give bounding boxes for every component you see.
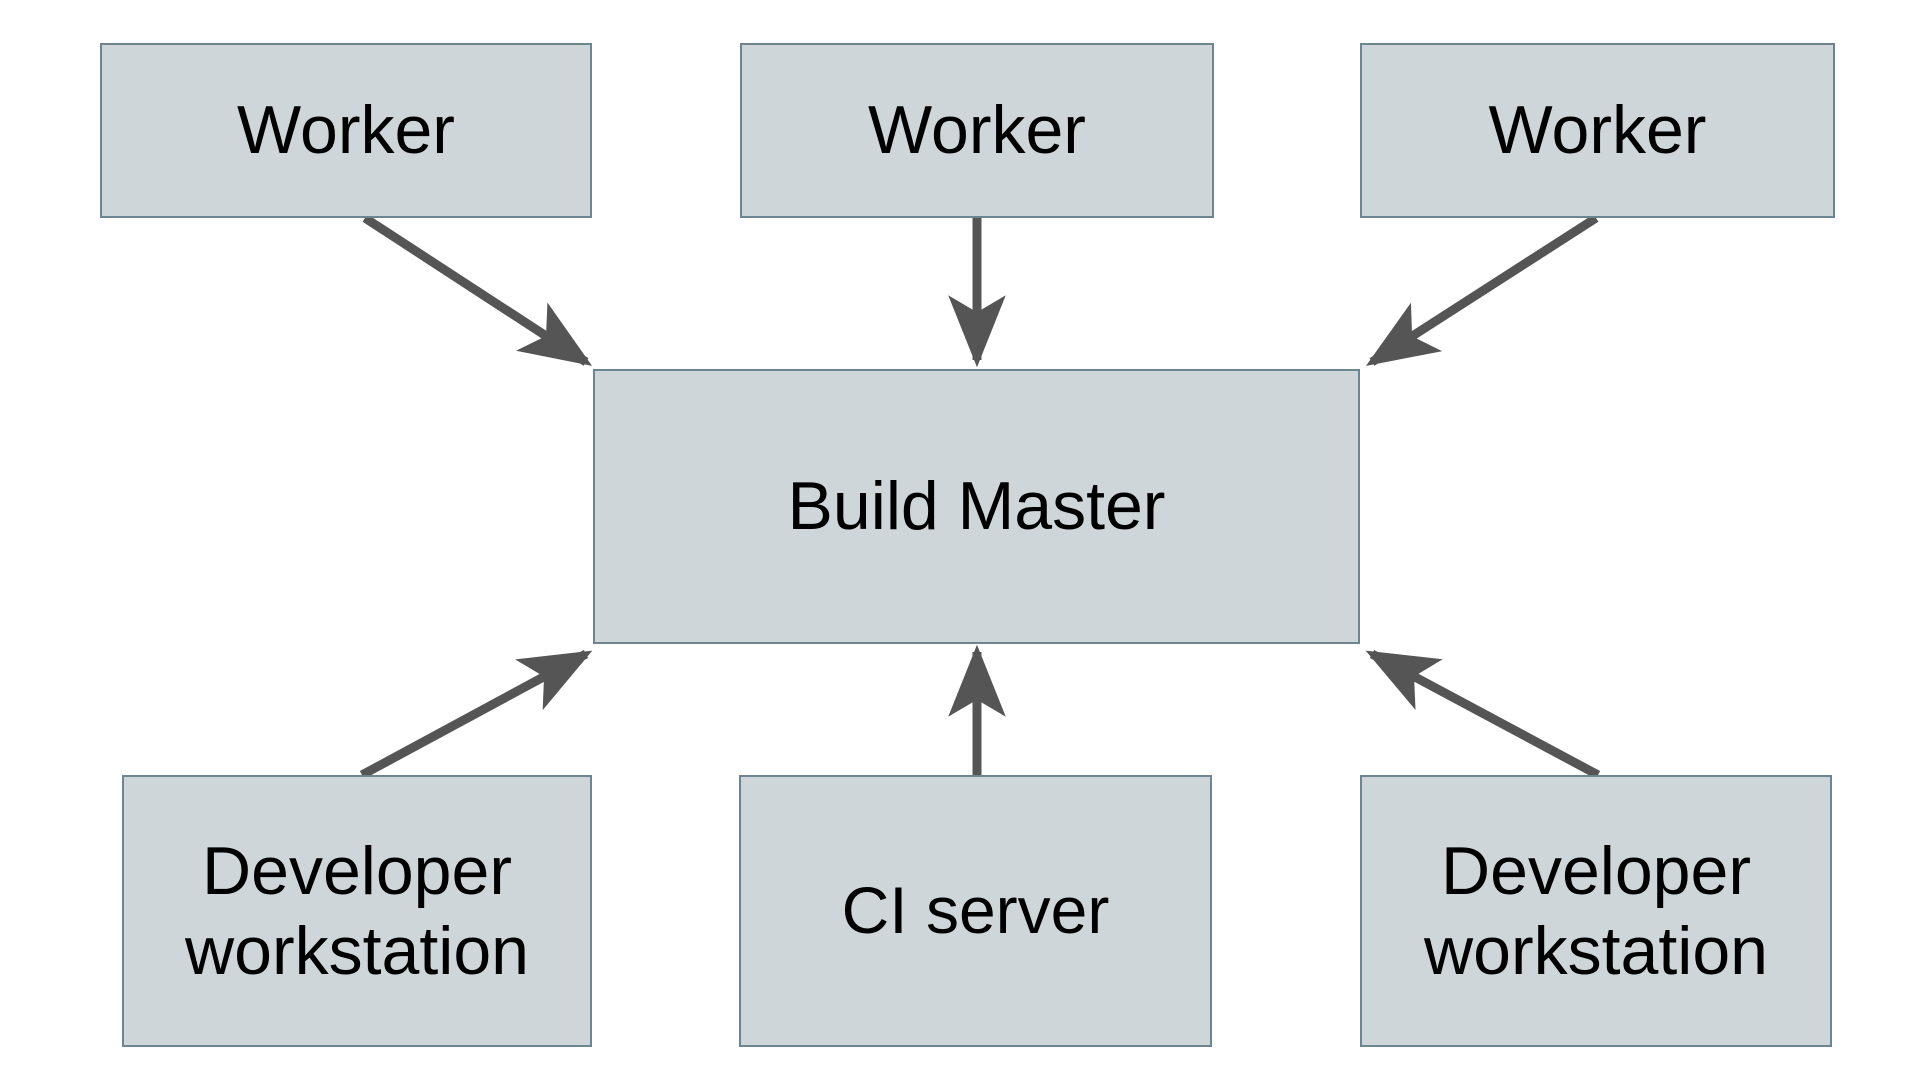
- edge-dev-right-to-build-master: [1365, 650, 1601, 779]
- node-developer-workstation-right-label: Developer workstation: [1424, 832, 1768, 989]
- node-worker-2-label: Worker: [868, 92, 1086, 169]
- node-developer-workstation-left[interactable]: Developer workstation: [122, 775, 592, 1047]
- node-developer-workstation-left-label: Developer workstation: [185, 832, 529, 989]
- node-developer-workstation-right[interactable]: Developer workstation: [1360, 775, 1832, 1047]
- node-worker-3[interactable]: Worker: [1360, 43, 1835, 218]
- node-worker-1-label: Worker: [237, 92, 455, 169]
- node-worker-2[interactable]: Worker: [740, 43, 1214, 218]
- node-build-master-label: Build Master: [787, 468, 1166, 545]
- edge-worker-3-to-build-master: [1365, 214, 1599, 366]
- node-worker-3-label: Worker: [1488, 92, 1707, 169]
- node-build-master[interactable]: Build Master: [593, 369, 1360, 644]
- edge-worker-1-to-build-master: [362, 214, 593, 366]
- node-ci-server-label: CI server: [841, 873, 1110, 948]
- node-ci-server[interactable]: CI server: [739, 775, 1212, 1047]
- edge-dev-left-to-build-master: [359, 650, 593, 779]
- node-worker-1[interactable]: Worker: [100, 43, 592, 218]
